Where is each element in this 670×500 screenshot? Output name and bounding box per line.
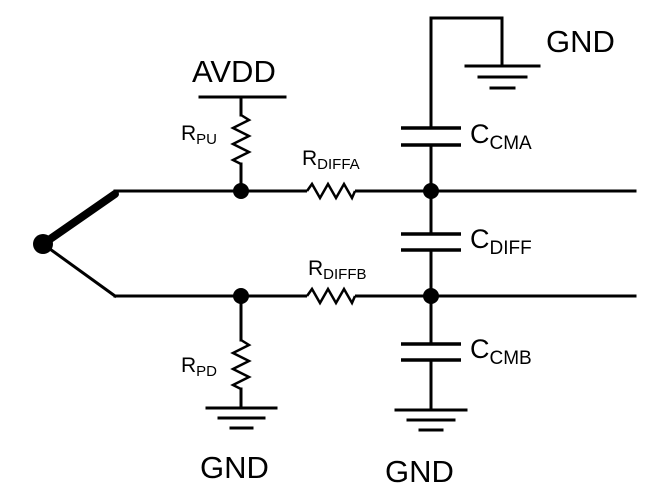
c-cma-label: CCMA [470, 119, 532, 154]
ground-symbol-left [205, 406, 278, 430]
avdd-label: AVDD [192, 54, 276, 89]
pull-up-resistor [230, 113, 252, 166]
c-diff-label: CDIFF [470, 224, 532, 259]
gnd-label-bottom-left: GND [200, 450, 269, 485]
c-cmb-capacitor [401, 342, 461, 362]
gnd-label-top-right: GND [546, 24, 615, 59]
pull-down-resistor [230, 338, 252, 391]
r-diffa-resistor [305, 181, 357, 201]
node-pull-up [233, 183, 249, 199]
r-diffb-label: RDIFFB [308, 257, 367, 283]
r-diffb-resistor [305, 286, 357, 306]
ground-symbol-center [394, 408, 468, 432]
thermocouple-symbol [33, 190, 119, 299]
r-pu-label: RPU [181, 122, 218, 148]
c-cma-capacitor [401, 126, 461, 147]
gnd-label-bottom-center: GND [385, 454, 454, 489]
c-cmb-label: CCMB [470, 334, 532, 369]
c-diff-capacitor [401, 232, 461, 252]
ground-symbol-top [464, 64, 541, 90]
r-pd-label: RPD [181, 354, 218, 380]
r-diffa-label: RDIFFA [302, 147, 360, 173]
